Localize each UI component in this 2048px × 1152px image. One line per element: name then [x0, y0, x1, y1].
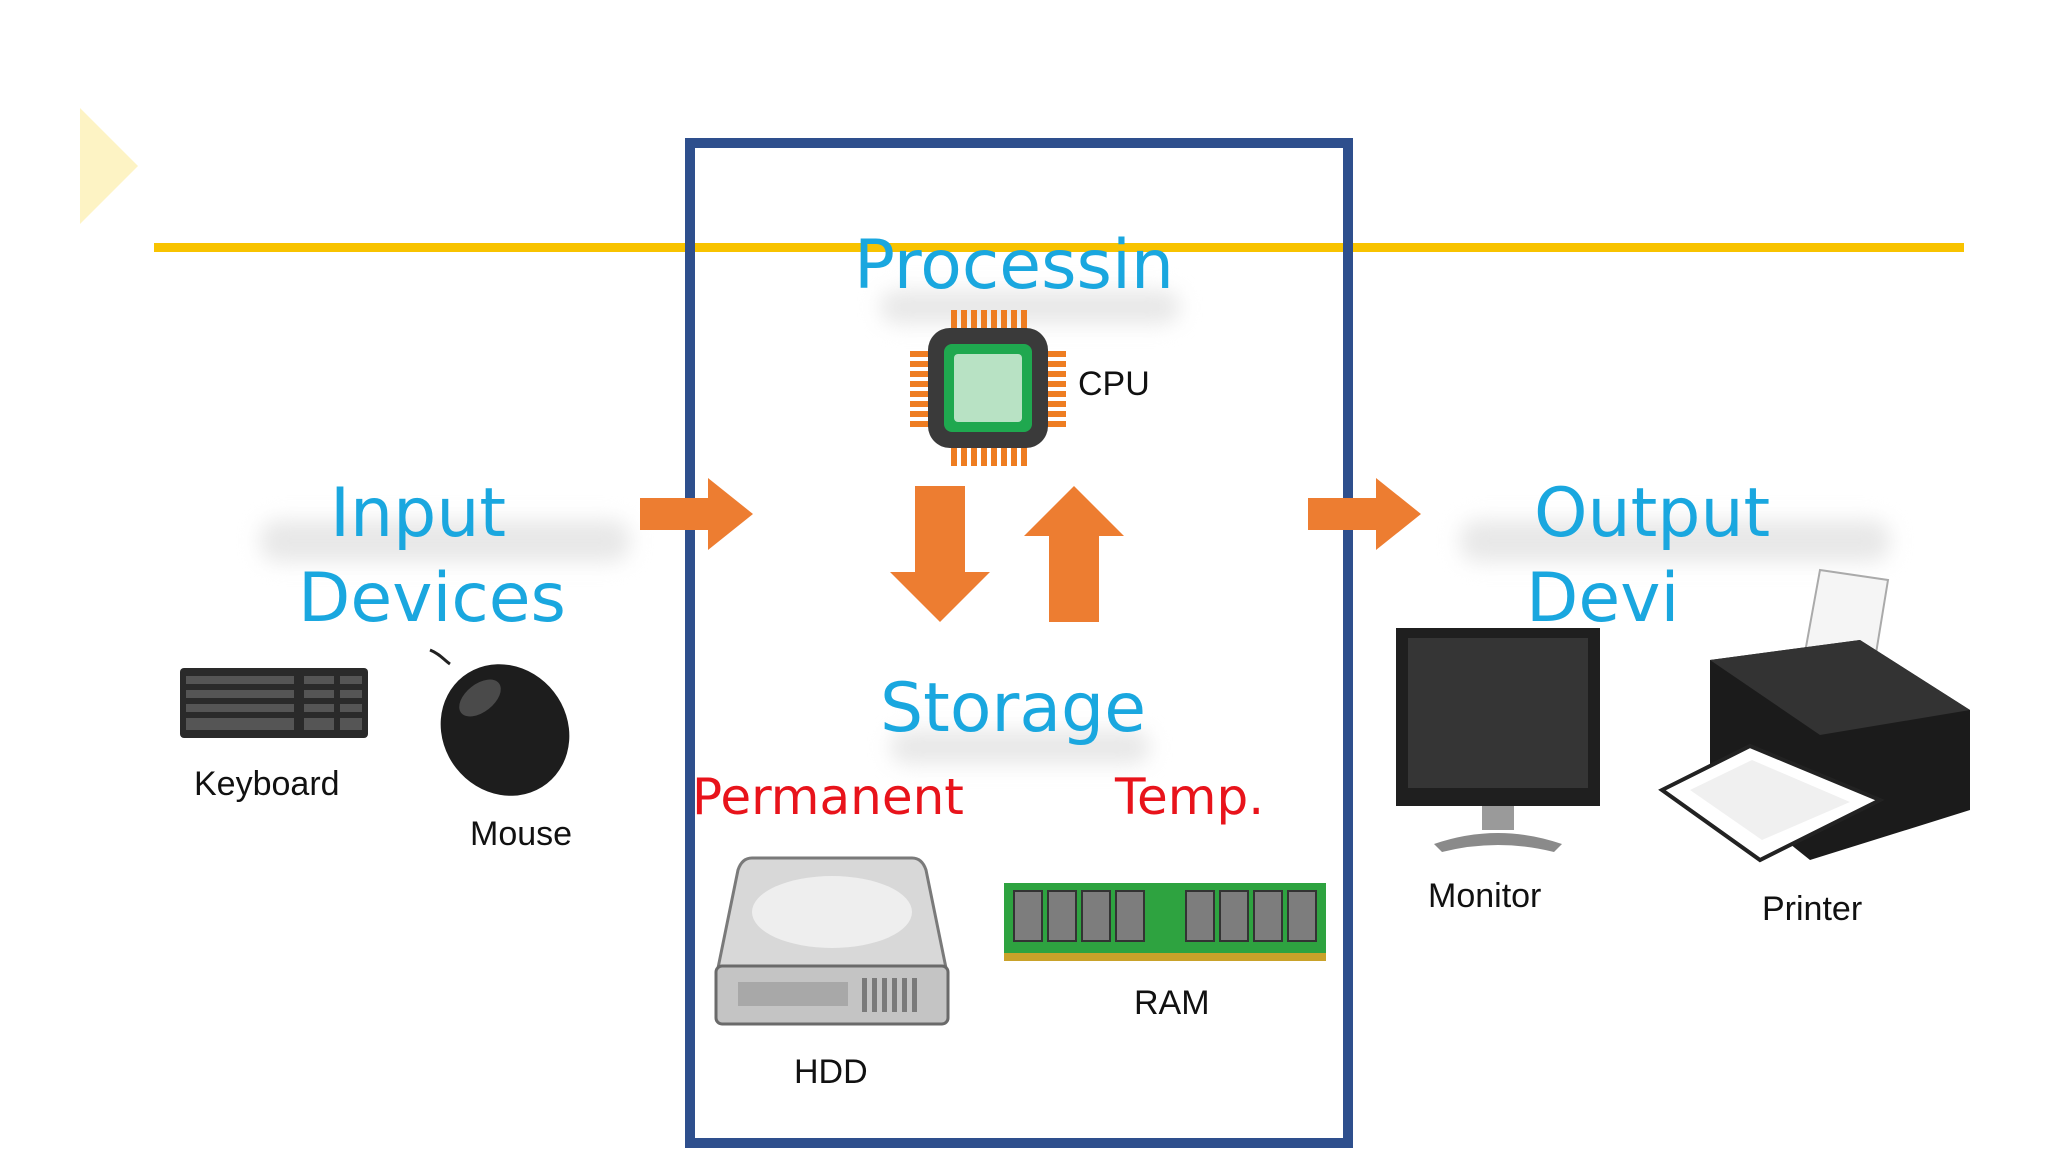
arrow-up-icon: [1024, 486, 1124, 622]
output-title-line2: Devi: [1526, 559, 1680, 638]
arrow-right-icon: [1308, 478, 1421, 550]
accent-line: [154, 243, 1964, 252]
computer-box: [685, 138, 1353, 1148]
ghost-text-input: [260, 520, 630, 562]
ram-icon: [1004, 883, 1326, 961]
ghost-text-storage: [890, 730, 1150, 764]
printer-icon: [1658, 568, 1970, 863]
ram-label: RAM: [1134, 984, 1210, 1022]
processing-title: Processin: [854, 226, 1174, 305]
permanent-label: Permanent: [692, 768, 964, 826]
slide-triangle-icon: [80, 108, 138, 224]
cpu-chip-icon: [910, 310, 1066, 466]
output-title-line1: Output: [1534, 474, 1771, 553]
keyboard-label: Keyboard: [194, 765, 340, 803]
arrow-down-icon: [890, 486, 990, 622]
input-title-line2: Devices: [298, 559, 566, 638]
ghost-text-processing: [880, 290, 1180, 324]
hdd-label: HDD: [794, 1053, 868, 1091]
temporary-label: Temp.: [1115, 768, 1265, 826]
storage-title: Storage: [880, 669, 1147, 748]
monitor-icon: [1396, 628, 1600, 852]
keyboard-icon: [180, 668, 368, 738]
input-title-line1: Input: [330, 474, 507, 553]
arrow-right-icon: [640, 478, 753, 550]
mouse-label: Mouse: [470, 815, 573, 853]
printer-label: Printer: [1762, 890, 1863, 928]
ghost-text-output: [1460, 520, 1890, 562]
hdd-icon: [714, 856, 950, 1026]
mouse-icon: [429, 648, 570, 796]
cpu-label: CPU: [1078, 365, 1150, 403]
monitor-label: Monitor: [1428, 877, 1542, 915]
